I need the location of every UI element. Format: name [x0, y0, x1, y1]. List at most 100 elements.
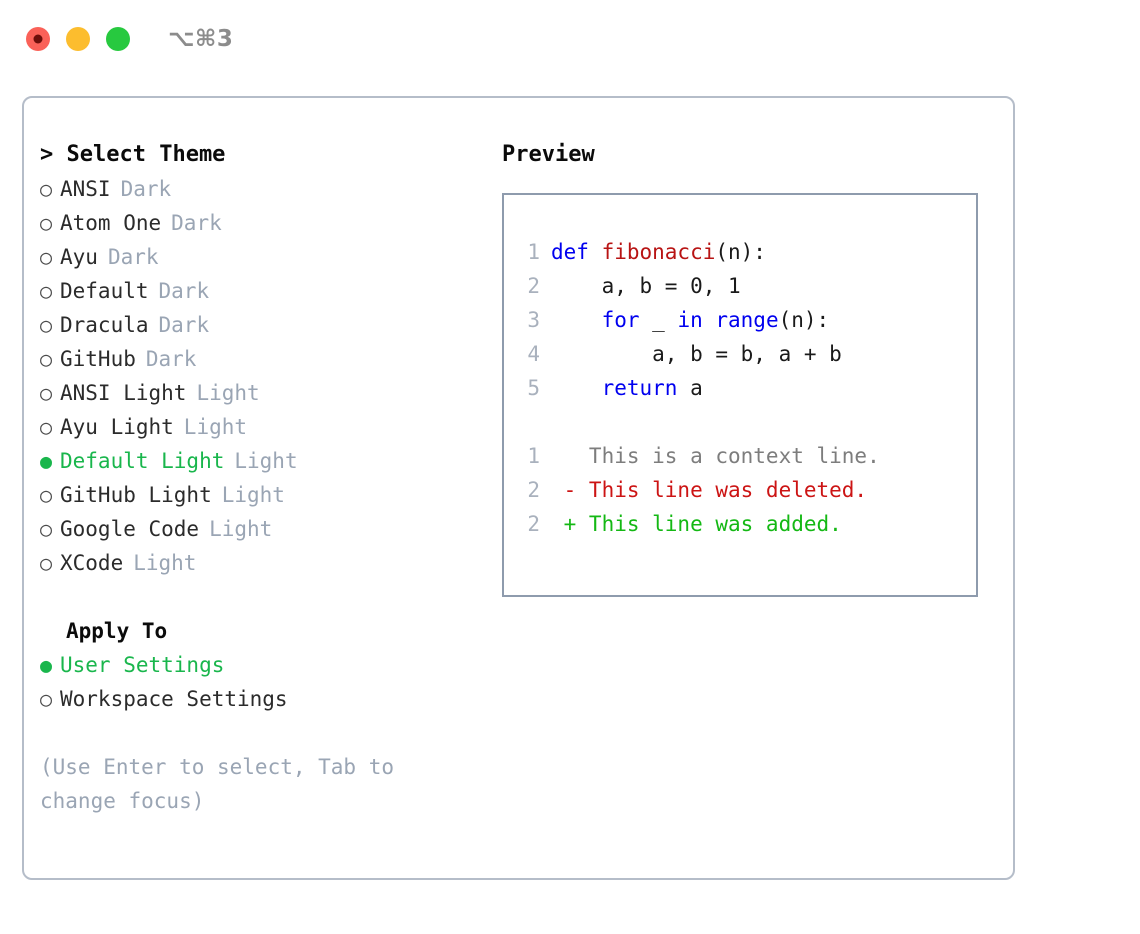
theme-list-item[interactable]: ○ ANSI Light Light [40, 376, 490, 410]
theme-kind-label: Dark [158, 279, 210, 303]
theme-kind-label: Dark [145, 347, 197, 371]
theme-kind-label: Light [196, 381, 260, 405]
apply-to-option[interactable]: ○ Workspace Settings [40, 682, 490, 716]
radio-unselected-icon: ○ [40, 483, 53, 507]
code-token [551, 308, 602, 332]
radio-selected-icon: ● [40, 449, 53, 473]
code-token: for [601, 308, 640, 332]
radio-unselected-icon: ○ [40, 687, 53, 711]
list-spacer [40, 580, 490, 614]
code-line-number: 2 [527, 274, 540, 298]
theme-list-item[interactable]: ○ Atom One Dark [40, 206, 490, 240]
radio-unselected-icon: ○ [40, 211, 53, 235]
apply-to-list: ●User Settings ○ Workspace Settings [40, 648, 490, 716]
diff-line-text: This is a context line. [551, 444, 880, 468]
preview-title: Preview [502, 142, 595, 167]
code-line-number: 1 [527, 240, 540, 264]
code-line-number: 3 [527, 308, 540, 332]
maximize-button-icon[interactable] [106, 27, 130, 51]
theme-name-label: GitHub [60, 347, 136, 371]
code-token: fibonacci [601, 240, 716, 264]
theme-name-label: ANSI [60, 177, 111, 201]
theme-name-label: Atom One [60, 211, 162, 235]
code-line-text: for _ in range(n): [551, 303, 830, 337]
theme-list-header: > Select Theme [40, 142, 226, 167]
diff-line-number: 2 [527, 512, 540, 536]
code-line: 5 return a [518, 371, 976, 405]
code-line: 2 a, b = 0, 1 [518, 269, 976, 303]
theme-list-item[interactable]: ○ GitHub Light Light [40, 478, 490, 512]
theme-list-item[interactable]: ○ Google Code Light [40, 512, 490, 546]
code-line: 3 for _ in range(n): [518, 303, 976, 337]
theme-name-label: ANSI Light [60, 381, 187, 405]
apply-to-option-label: Workspace Settings [60, 687, 288, 711]
radio-unselected-icon: ○ [40, 279, 53, 303]
radio-unselected-icon: ○ [40, 313, 53, 337]
close-button-icon[interactable] [26, 27, 50, 51]
code-token: (n): [778, 308, 830, 332]
theme-name-label: Default [60, 279, 149, 303]
theme-list-item[interactable]: ○ Default Dark [40, 274, 490, 308]
diff-line-number: 1 [527, 444, 540, 468]
code-line: 1 def fibonacci(n): [518, 235, 976, 269]
code-line-text: a, b = 0, 1 [551, 269, 741, 303]
code-line-text: a, b = b, a + b [551, 337, 842, 371]
theme-list-item[interactable]: ○ GitHub Dark [40, 342, 490, 376]
code-token: a, b = 0, 1 [551, 274, 741, 298]
code-line-text: return a [551, 371, 703, 405]
theme-name-label: Ayu Light [60, 415, 174, 439]
theme-kind-label: Light [221, 483, 285, 507]
theme-kind-label: Light [209, 517, 273, 541]
radio-unselected-icon: ○ [40, 415, 53, 439]
code-line-number: 4 [527, 342, 540, 366]
radio-unselected-icon: ○ [40, 381, 53, 405]
theme-list-item[interactable]: ○ Ayu Light Light [40, 410, 490, 444]
theme-kind-label: Light [133, 551, 197, 575]
apply-to-option[interactable]: ●User Settings [40, 648, 490, 682]
diff-line: 2 - This line was deleted. [518, 473, 976, 507]
code-token: (n): [715, 240, 766, 264]
code-token: def [551, 240, 602, 264]
keyboard-shortcut-label: ⌥⌘3 [168, 25, 234, 52]
theme-name-label: GitHub Light [60, 483, 212, 507]
radio-selected-icon: ● [40, 653, 53, 677]
code-blank-line [518, 405, 976, 439]
theme-name-label: Default Light [60, 449, 225, 473]
diff-line: 1 This is a context line. [518, 439, 976, 473]
code-token [551, 376, 602, 400]
theme-kind-label: Dark [120, 177, 172, 201]
theme-name-label: Dracula [60, 313, 149, 337]
minimize-button-icon[interactable] [66, 27, 90, 51]
radio-unselected-icon: ○ [40, 551, 53, 575]
theme-kind-label: Dark [171, 211, 222, 235]
keyboard-hint-text: (Use Enter to select, Tab to change focu… [40, 755, 395, 813]
code-token: a [677, 376, 703, 400]
code-token: _ [639, 308, 678, 332]
window-titlebar: ⌥⌘3 [0, 0, 1140, 78]
code-line-text: def fibonacci(n): [551, 235, 766, 269]
radio-unselected-icon: ○ [40, 347, 53, 371]
diff-sample: 1 This is a context line.2 - This line w… [518, 439, 976, 541]
theme-list-item[interactable]: ○ XCode Light [40, 546, 490, 580]
diff-line: 2 + This line was added. [518, 507, 976, 541]
code-token: a, b = b, a + b [551, 342, 842, 366]
radio-unselected-icon: ○ [40, 517, 53, 541]
theme-kind-label: Light [183, 415, 248, 439]
diff-line-text: - This line was deleted. [551, 478, 868, 502]
theme-name-label: XCode [60, 551, 124, 575]
diff-line-text: + This line was added. [551, 512, 842, 536]
theme-name-label: Google Code [60, 517, 200, 541]
code-line: 4 a, b = b, a + b [518, 337, 976, 371]
apply-to-header: Apply To [66, 619, 168, 643]
